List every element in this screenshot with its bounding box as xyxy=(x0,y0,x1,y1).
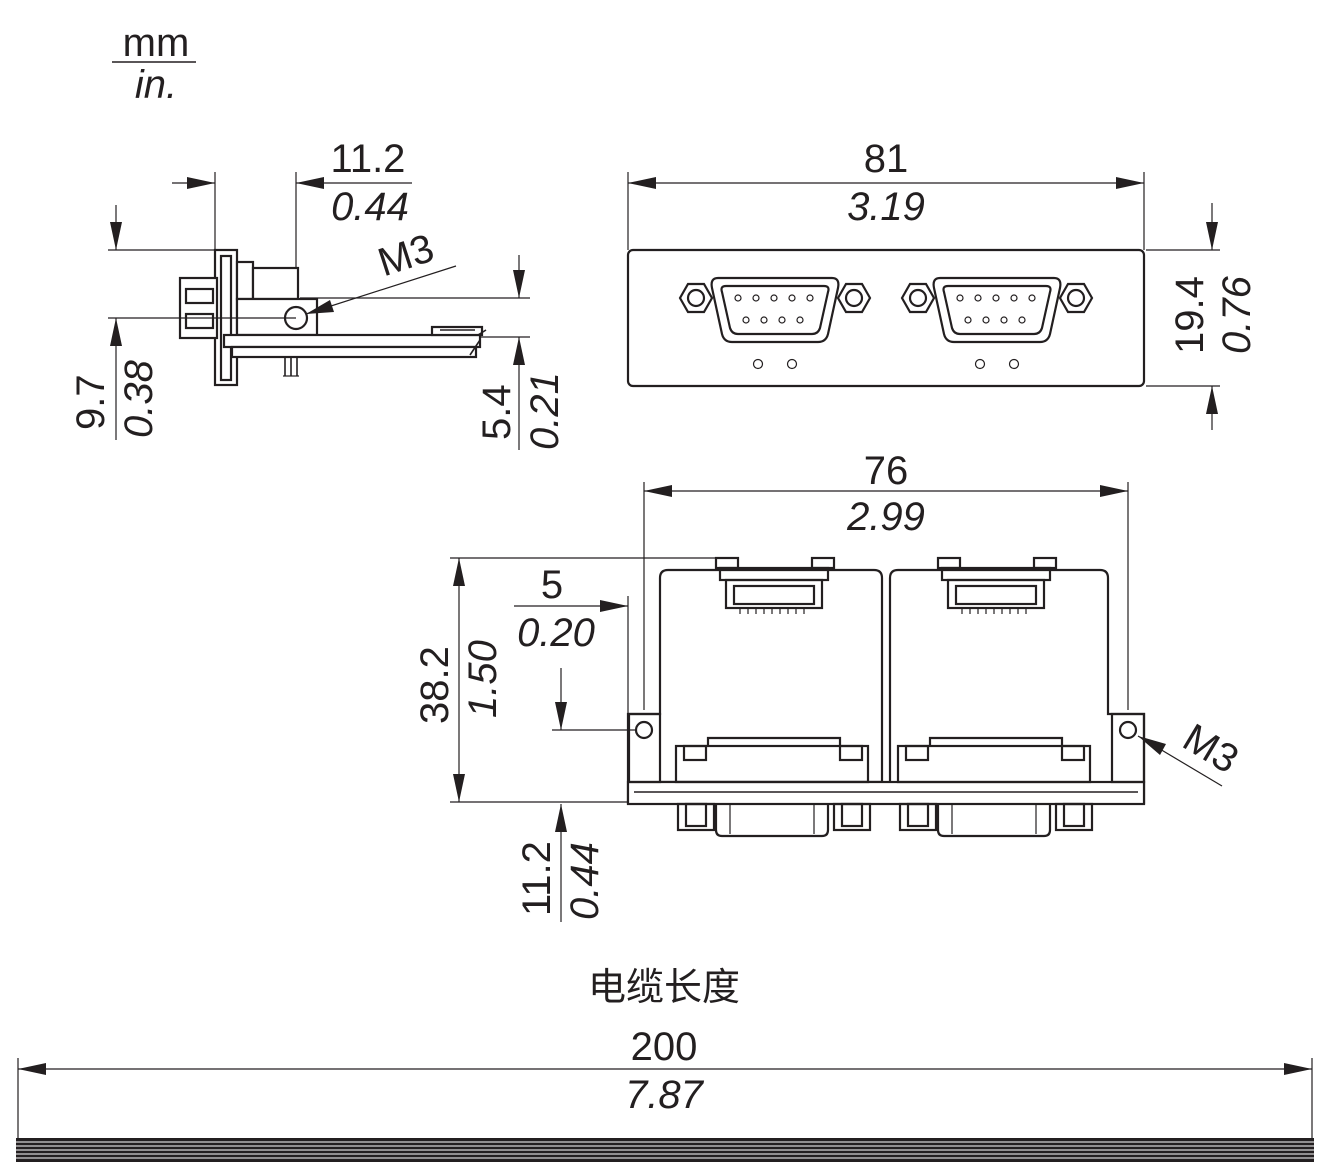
side-screw-height-mm: 9.7 xyxy=(69,374,113,430)
top-protrusion-dimension: 11.2 0.44 xyxy=(515,668,636,922)
front-height-mm: 19.4 xyxy=(1168,276,1212,354)
top-height-mm: 38.2 xyxy=(413,646,457,724)
top-view-body xyxy=(626,556,1146,838)
cable-length-in: 7.87 xyxy=(625,1073,705,1117)
top-offset-in: 0.20 xyxy=(517,611,595,655)
side-depth-mm: 11.2 xyxy=(331,137,406,181)
side-board-height-in: 0.21 xyxy=(523,372,567,450)
front-view: 81 3.19 xyxy=(626,137,1259,430)
top-header-connector-2 xyxy=(936,556,1058,614)
top-header-connector-1 xyxy=(714,556,836,614)
front-panel xyxy=(626,248,1146,388)
top-db9-connector-2 xyxy=(896,736,1094,838)
top-m3-label: M3 xyxy=(1176,716,1246,782)
side-depth-in: 0.44 xyxy=(331,185,409,229)
front-height-dimension: 19.4 0.76 xyxy=(1146,203,1259,430)
side-board-height-dimension: 5.4 0.21 xyxy=(300,255,567,450)
top-offset-mm: 5 xyxy=(541,563,563,607)
top-db9-connector-1 xyxy=(674,736,872,838)
unit-primary: mm xyxy=(123,21,190,65)
side-screw-height-in: 0.38 xyxy=(117,359,161,438)
side-m3-callout: M3 xyxy=(305,226,457,315)
front-width-mm: 81 xyxy=(864,137,909,181)
top-view: 76 2.99 5 0.20 xyxy=(413,449,1246,922)
cable-length-label: 电缆长度 xyxy=(588,965,740,1009)
top-width-in: 2.99 xyxy=(846,495,925,539)
cable-length: 电缆长度 200 7.87 xyxy=(16,965,1314,1162)
top-m3-callout: M3 xyxy=(1137,716,1246,787)
top-protrusion-mm: 11.2 xyxy=(515,841,559,916)
top-width-dimension: 76 2.99 xyxy=(643,449,1129,710)
front-db9-connector-2 xyxy=(900,276,1094,370)
side-depth-dimension: 11.2 0.44 xyxy=(172,137,412,300)
units-legend: mm in. xyxy=(112,21,196,107)
cable-length-mm: 200 xyxy=(631,1025,698,1069)
unit-secondary: in. xyxy=(135,63,177,107)
front-width-in: 3.19 xyxy=(847,185,925,229)
side-view: 11.2 0.44 xyxy=(69,137,567,450)
front-width-dimension: 81 3.19 xyxy=(627,137,1145,250)
top-width-mm: 76 xyxy=(864,449,909,493)
side-m3-label: M3 xyxy=(373,226,439,285)
side-view-body xyxy=(178,248,487,387)
cable-bundle xyxy=(16,1138,1314,1162)
top-height-in: 1.50 xyxy=(461,640,505,718)
top-height-dimension: 38.2 1.50 xyxy=(413,557,716,803)
front-height-in: 0.76 xyxy=(1215,275,1259,354)
top-protrusion-in: 0.44 xyxy=(563,842,607,920)
side-screw-height-dimension: 9.7 0.38 xyxy=(69,205,296,440)
front-db9-connector-1 xyxy=(678,276,872,370)
side-board-height-mm: 5.4 xyxy=(475,384,519,440)
